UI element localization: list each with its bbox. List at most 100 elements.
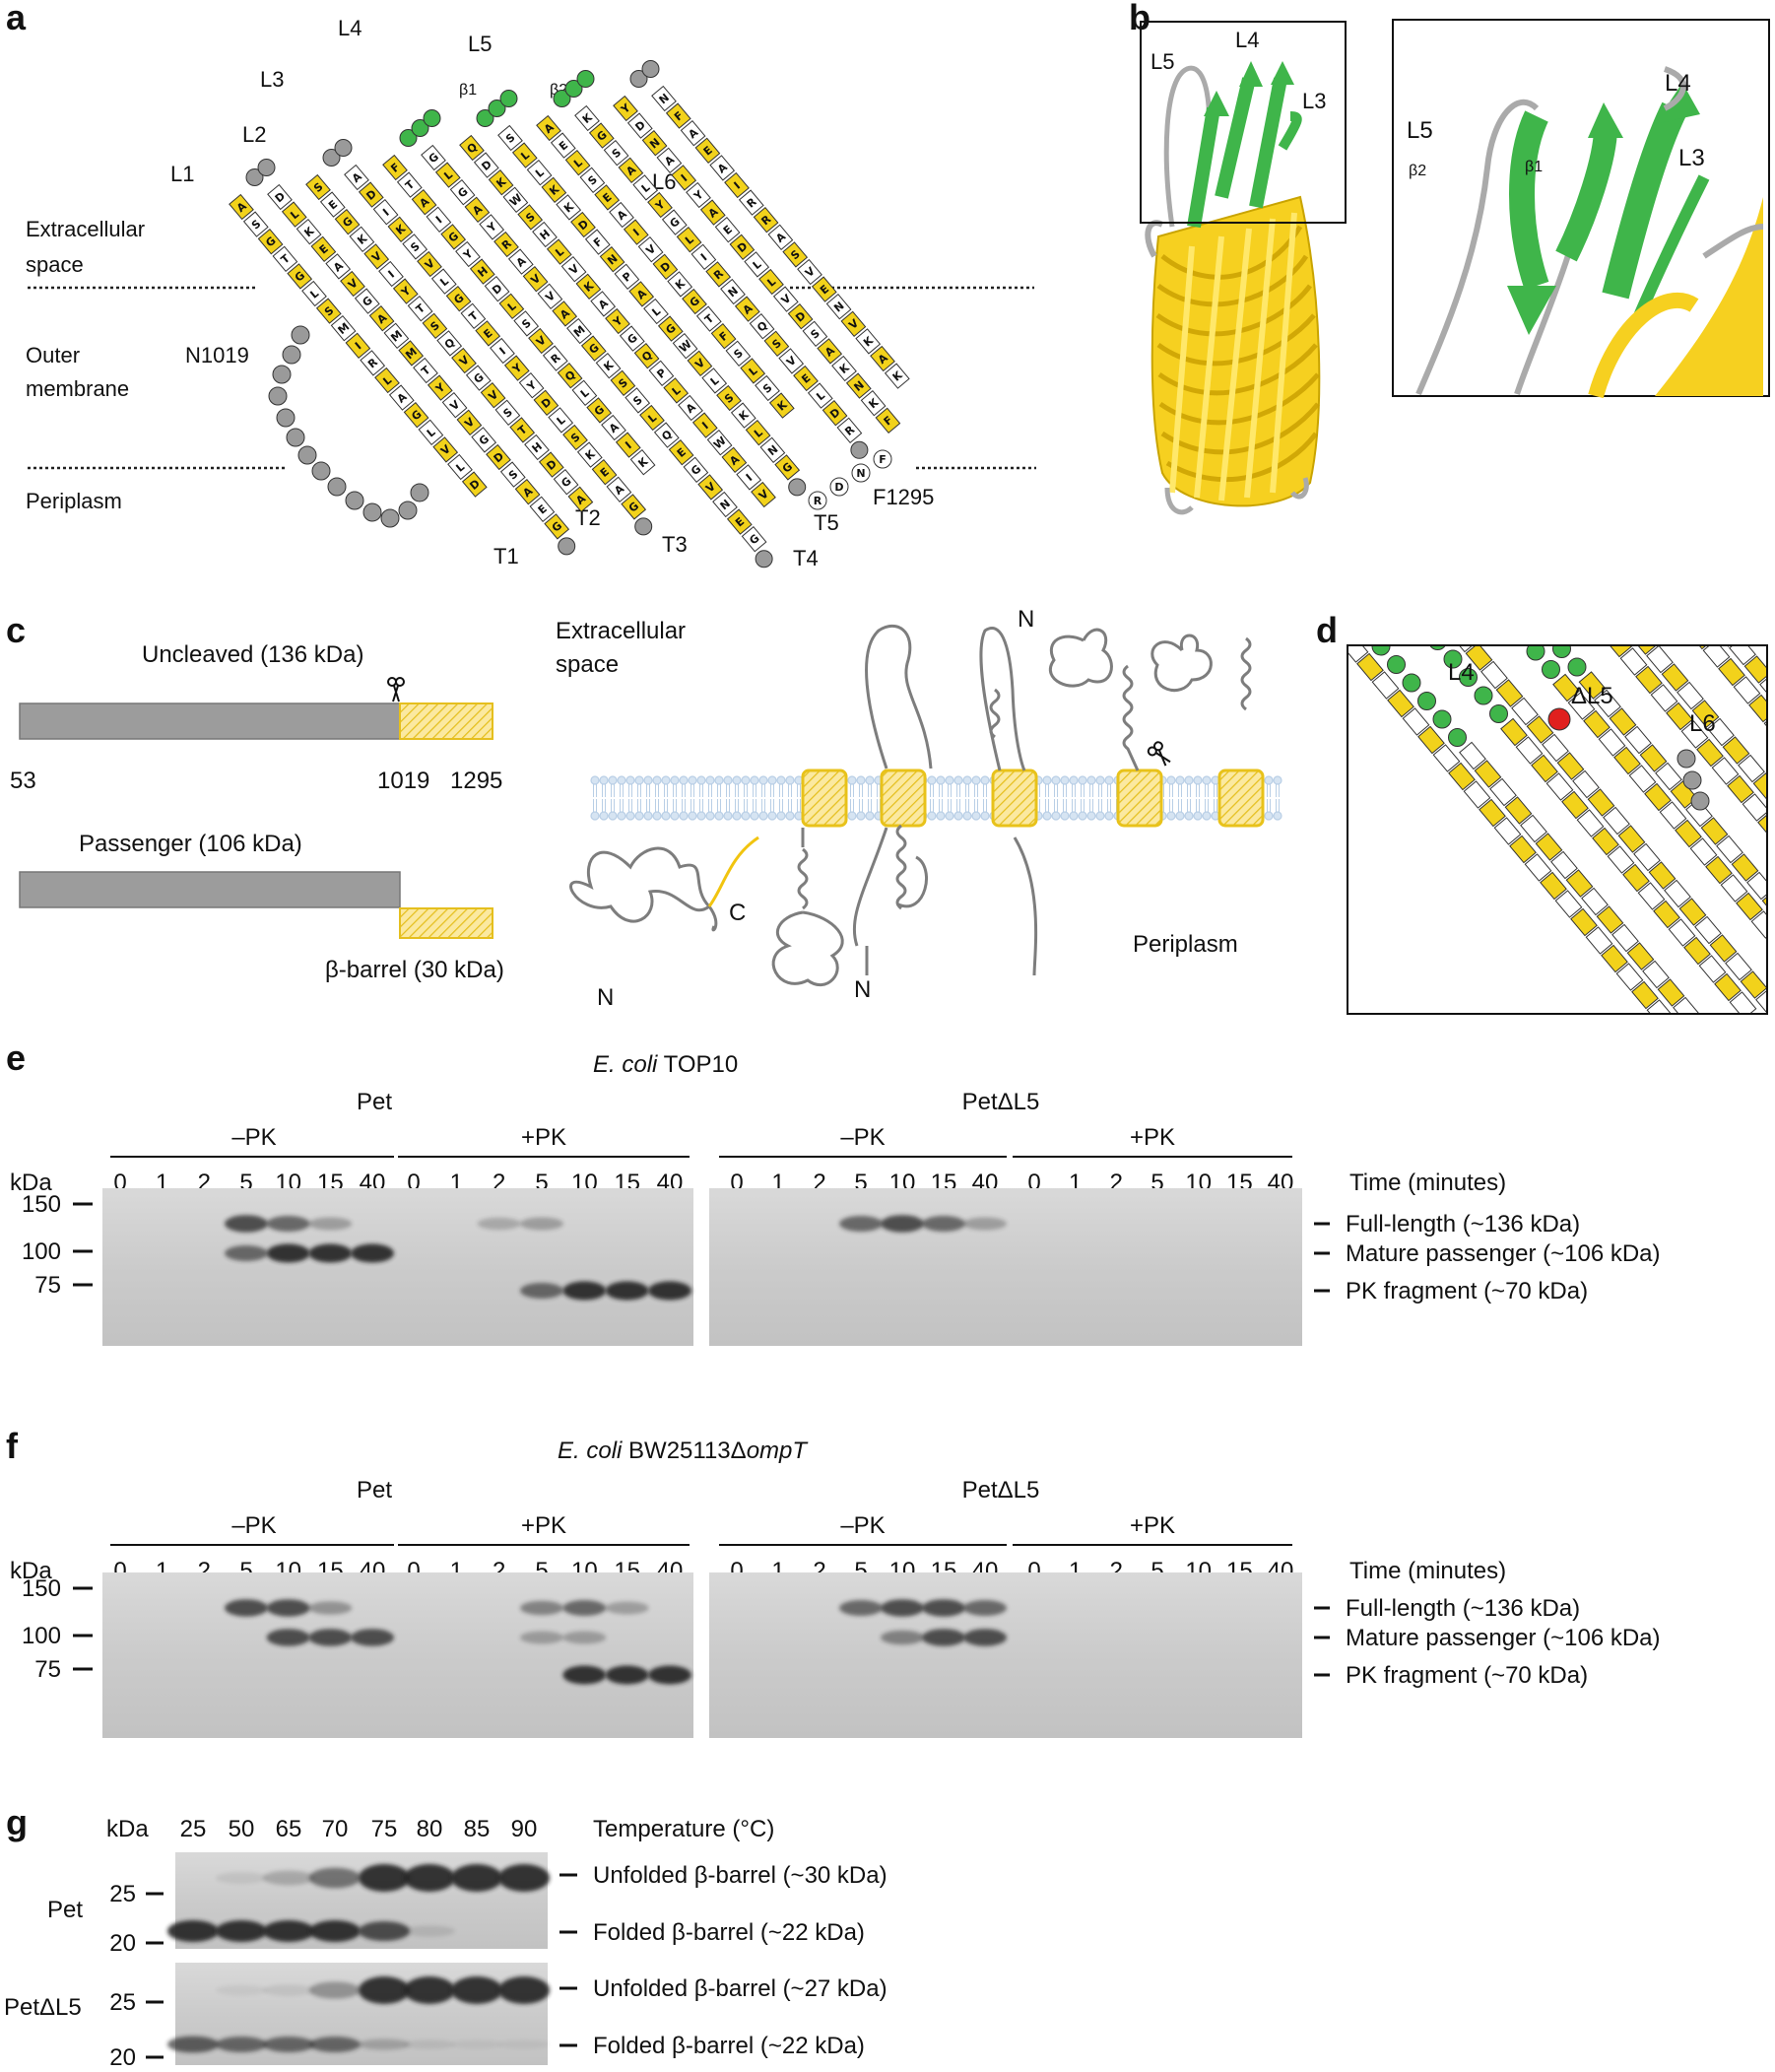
detail-residue [1689,837,1718,866]
loop-residue-grey [334,139,353,157]
residue-box: D [570,211,596,238]
residue-box: G [257,229,284,255]
detail-residue [1696,738,1724,768]
lipid-head [962,775,972,785]
g-band-label: Folded β-barrel (~22 kDa) [593,2033,865,2059]
detail-residue [1727,774,1754,804]
residue-box-shape [686,181,711,209]
residue-box-shape [340,270,365,298]
residue-box-shape [694,137,721,164]
detail-residue-green [1526,646,1545,661]
detail-residue-green [1459,668,1478,687]
detail-residue-shape [1650,684,1678,712]
residue-box: D [473,152,499,178]
detail-residue-shape [1635,665,1663,695]
lipid-head [856,775,866,785]
residue-box: G [588,122,615,149]
residue-letter: I [630,227,641,239]
uncleaved-label: Uncleaved (136 kDa) [142,641,363,668]
detail-residue-shape [1545,772,1574,801]
residue-box: I [372,199,399,226]
residue-box: L [701,368,728,394]
detail-residue [1722,736,1750,765]
residue-box: V [363,243,390,270]
detail-residue-shape [1619,647,1648,676]
residue-box: N [641,130,668,157]
g-band-folded-pet [216,1920,267,1942]
residue-box: Q [459,134,485,162]
residue-box: V [637,236,664,263]
residue-box: F [382,154,408,181]
panel_e-marker-label: 100 [22,1238,61,1265]
detail-residue [1740,970,1766,999]
detail-residue [1448,762,1476,791]
residue-box: H [469,258,495,285]
residue-box: V [432,436,459,463]
residue-box-shape [548,407,574,434]
pos-end: 1295 [450,768,502,794]
d-label-l4: L4 [1448,659,1475,686]
detail-residue [1759,673,1766,702]
residue-box-shape [860,390,887,417]
residue-box-shape [315,298,342,324]
detail-residue [1450,646,1478,653]
c-tail-residue [829,477,849,497]
detail-residue-shape [1694,915,1722,945]
lipid-head [679,811,689,821]
loop-l3: L3 [260,67,284,92]
residue-box-shape [411,189,437,216]
residue-box-shape [653,422,680,448]
detail-residue [1611,923,1639,953]
residue-box-shape [580,335,607,362]
detail-residue [1561,790,1589,820]
lipid-head [617,775,626,785]
e-strain: E. coli TOP10 [593,1051,738,1078]
panel_f-marker-label: 75 [34,1656,61,1683]
residue-box-shape [479,214,505,240]
residue-box-shape [550,132,576,159]
detail-residue [1718,657,1745,687]
detail-residue [1644,782,1672,812]
residue-box: K [730,402,756,429]
residue-box: V [441,392,468,419]
detail-residue-shape [1585,926,1613,955]
detail-residue [1707,717,1735,747]
residue-box: L [758,268,784,296]
residue-box: M [383,322,410,349]
detail-residue-shape [1702,646,1731,668]
residue-box-shape [628,281,655,307]
residue-box: R [836,417,863,443]
residue-box-shape [603,140,629,167]
detail-residue-shape [1746,871,1766,901]
residue-box: M [398,340,425,367]
residue-box-shape [402,234,428,260]
residue-box: A [368,305,395,332]
detail-residue [1705,855,1733,885]
residue-box-shape [526,160,553,186]
residue-letter: I [698,251,709,264]
lipid-head [962,811,972,821]
detail-residue-shape [1590,612,1615,638]
lipid-head [1042,775,1052,785]
residue-box: Q [653,422,680,448]
g-band-unfolded-dl5 [451,1976,502,2004]
detail-residue [1659,801,1687,830]
n-loop-residue [286,428,305,447]
residue-box-shape [584,229,611,255]
residue-box: I [615,432,641,458]
residue-box: G [403,402,429,429]
lipid-head [1078,775,1087,785]
detail-residue-shape [1624,725,1652,755]
residue-box-shape [720,278,746,305]
detail-residue [1581,887,1609,916]
residue-box: S [755,374,780,402]
lipid-head [1095,811,1105,821]
detail-residue-shape [1727,774,1754,804]
panel_e-pk-group-2: –PK [840,1124,885,1151]
detail-residue-shape [1474,760,1502,788]
panel-g-letter: g [6,1802,28,1842]
detail-residue-shape [1740,970,1766,999]
residue-box: P [648,360,675,386]
detail-residue [1545,772,1574,801]
